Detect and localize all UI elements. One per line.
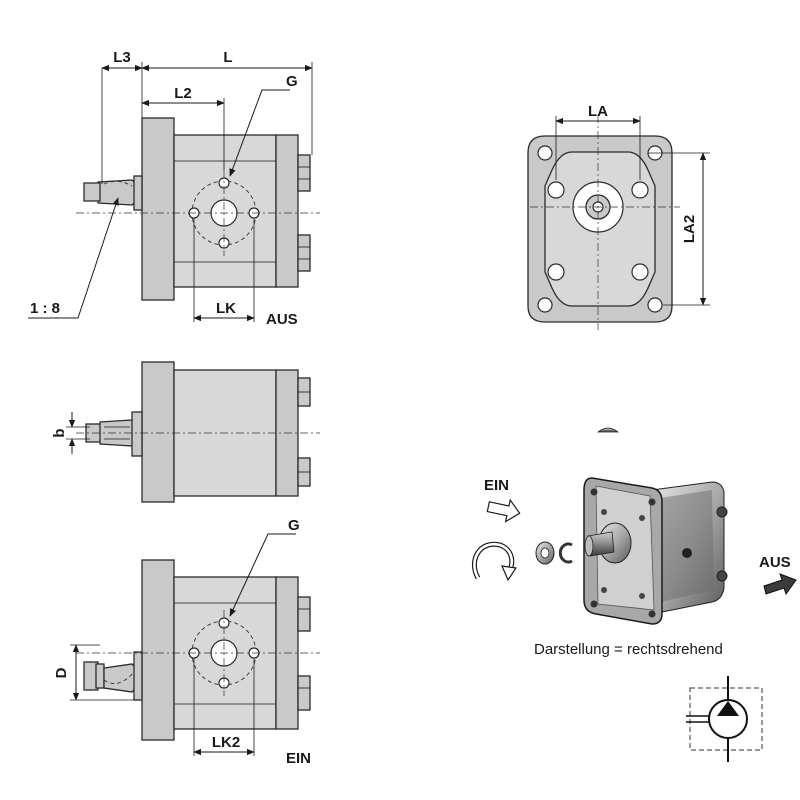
inlet-arrow xyxy=(486,498,521,523)
rotation-caption: Darstellung = rechtsdrehend xyxy=(534,641,723,658)
bottom-view xyxy=(70,533,320,756)
dim-LK: LK xyxy=(216,300,236,317)
dim-LA2: LA2 xyxy=(681,215,698,243)
label-AUS-arrow: AUS xyxy=(759,554,791,571)
dim-D: D xyxy=(53,667,70,678)
flange-front-view xyxy=(527,115,710,330)
dim-L3: L3 xyxy=(113,49,131,66)
label-G-top: G xyxy=(286,73,298,90)
side-view xyxy=(66,361,320,503)
label-AUS-top: AUS xyxy=(266,311,298,328)
pump-3d-illustration xyxy=(535,427,728,625)
outlet-arrow xyxy=(763,573,797,596)
dim-LA: LA xyxy=(588,103,608,120)
label-EIN-bottom: EIN xyxy=(286,750,311,767)
ratio-label: 1 : 8 xyxy=(30,300,60,317)
dim-L2: L2 xyxy=(174,85,192,102)
curved-rotation-arrow-icon xyxy=(471,541,518,582)
dim-LK2: LK2 xyxy=(212,734,240,751)
dim-b: b xyxy=(51,428,68,437)
shaft-bottom-view xyxy=(103,663,139,693)
label-EIN-arrow: EIN xyxy=(484,477,509,494)
label-G-bottom: G xyxy=(288,517,300,534)
shaft-key xyxy=(596,427,620,433)
pump-symbol-icon xyxy=(686,676,763,762)
rear-cover-top-view xyxy=(275,134,299,288)
flange-bottom-view xyxy=(141,559,175,741)
flange-top-view xyxy=(141,117,175,301)
flange-side-view xyxy=(141,361,175,503)
top-view xyxy=(28,62,320,322)
dim-L: L xyxy=(223,49,232,66)
